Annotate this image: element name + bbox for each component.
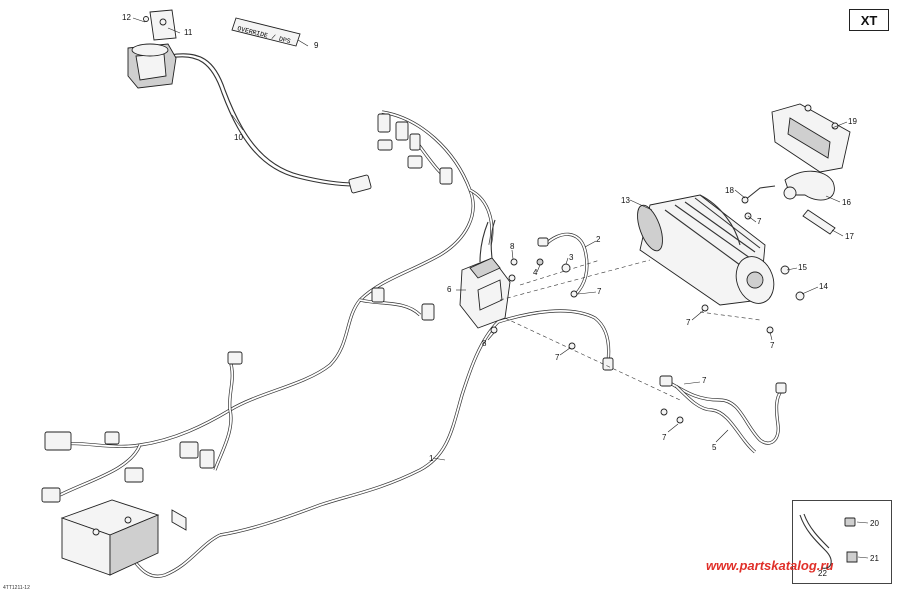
battery [60, 499, 160, 576]
callout-7g: 7 [662, 433, 667, 442]
watermark-text: www.partskatalog.ru [706, 558, 834, 573]
winch-motor [637, 194, 775, 306]
callout-6: 6 [447, 285, 452, 294]
callout-21: 21 [870, 554, 879, 563]
bracket [771, 103, 851, 173]
contactor [459, 219, 511, 329]
callout-3: 3 [569, 253, 574, 262]
inset-parts [799, 513, 858, 569]
callout-8a: 8 [510, 242, 515, 251]
callout-12: 12 [122, 13, 131, 22]
callout-18: 18 [725, 186, 734, 195]
main-harness [54, 110, 494, 497]
callout-7d: 7 [757, 217, 762, 226]
callout-10: 10 [234, 133, 243, 142]
callout-7e: 7 [770, 341, 775, 350]
leader-lines [132, 17, 869, 559]
callout-7a: 7 [597, 287, 602, 296]
harness-connectors [41, 113, 453, 503]
battery-cable [128, 309, 614, 578]
callout-13: 13 [621, 196, 630, 205]
callout-4: 4 [533, 268, 538, 277]
winch-cable [659, 375, 787, 454]
callout-17: 17 [845, 232, 854, 241]
callout-20: 20 [870, 519, 879, 528]
callout-15: 15 [798, 263, 807, 272]
fasteners-inset-box [792, 500, 892, 584]
cable-2 [537, 232, 589, 297]
callout-14: 14 [819, 282, 828, 291]
callout-5: 5 [712, 443, 717, 452]
callout-11: 11 [184, 28, 193, 37]
model-badge: XT [849, 9, 889, 31]
callout-7f: 7 [702, 376, 707, 385]
callout-8b: 8 [482, 339, 487, 348]
callout-7b: 7 [555, 353, 560, 362]
clevis-parts [741, 170, 836, 235]
callout-19: 19 [848, 117, 857, 126]
drawing-code: 4TT1211-12 [3, 585, 30, 591]
callout-16: 16 [842, 198, 851, 207]
callouts: 1 2 3 4 5 6 7 7 7 7 7 7 7 8 8 9 10 11 12… [122, 13, 879, 578]
override-switch [127, 9, 177, 89]
callout-7c: 7 [686, 318, 691, 327]
override-decal: OVERRIDE / DPS [231, 17, 301, 47]
callout-1: 1 [429, 454, 434, 463]
callout-2: 2 [596, 235, 601, 244]
override-cable [169, 53, 372, 194]
fasteners [171, 212, 805, 531]
alignment-lines [499, 259, 761, 401]
callout-9: 9 [314, 41, 319, 50]
callout-22: 22 [818, 569, 827, 578]
